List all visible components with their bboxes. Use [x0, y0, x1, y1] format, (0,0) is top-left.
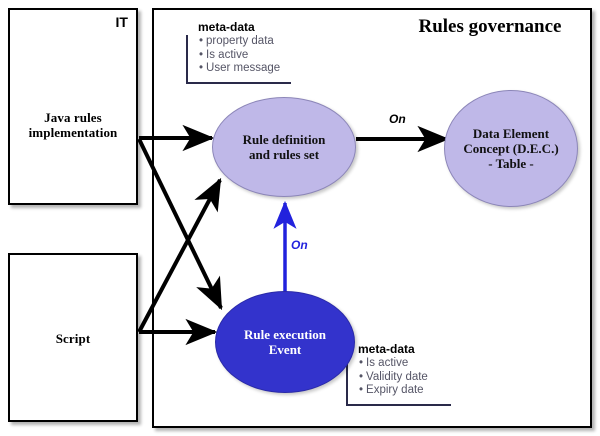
list-item: Expiry date: [359, 384, 451, 398]
node-data-element-concept-label: Data Element Concept (D.E.C.) - Table -: [463, 126, 559, 171]
java-rules-label-line2: implementation: [28, 125, 118, 140]
edge-label-execution-to-definition: On: [291, 238, 308, 252]
node-rule-execution[interactable]: Rule execution Event: [215, 291, 355, 393]
it-label: IT: [115, 14, 128, 30]
script-box[interactable]: Script: [8, 253, 138, 422]
list-item: Is active: [359, 357, 451, 371]
script-label: Script: [55, 331, 91, 346]
node-rule-definition[interactable]: Rule definition and rules set: [212, 97, 356, 197]
node-rule-execution-label: Rule execution Event: [244, 327, 326, 357]
list-item: Is active: [199, 49, 291, 63]
list-item: Validity date: [359, 371, 451, 385]
meta-data-top-list: property data Is active User message: [196, 35, 291, 76]
page-title: Rules governance: [418, 16, 562, 37]
list-item: User message: [199, 62, 291, 76]
arrow-java-to-rule-execution: [137, 138, 223, 311]
java-rules-box[interactable]: IT Java rules implementation: [8, 8, 138, 205]
meta-data-bottom-title: meta-data: [358, 342, 415, 356]
java-rules-label-line1: Java rules: [44, 110, 102, 125]
arrow-script-to-rule-definition: [137, 177, 222, 333]
edge-label-definition-to-dec: On: [389, 112, 406, 126]
node-rule-definition-label: Rule definition and rules set: [242, 132, 326, 162]
meta-data-top-title: meta-data: [198, 20, 255, 34]
list-item: property data: [199, 35, 291, 49]
node-data-element-concept[interactable]: Data Element Concept (D.E.C.) - Table -: [444, 90, 578, 207]
meta-data-bottom-list: Is active Validity date Expiry date: [356, 357, 451, 398]
